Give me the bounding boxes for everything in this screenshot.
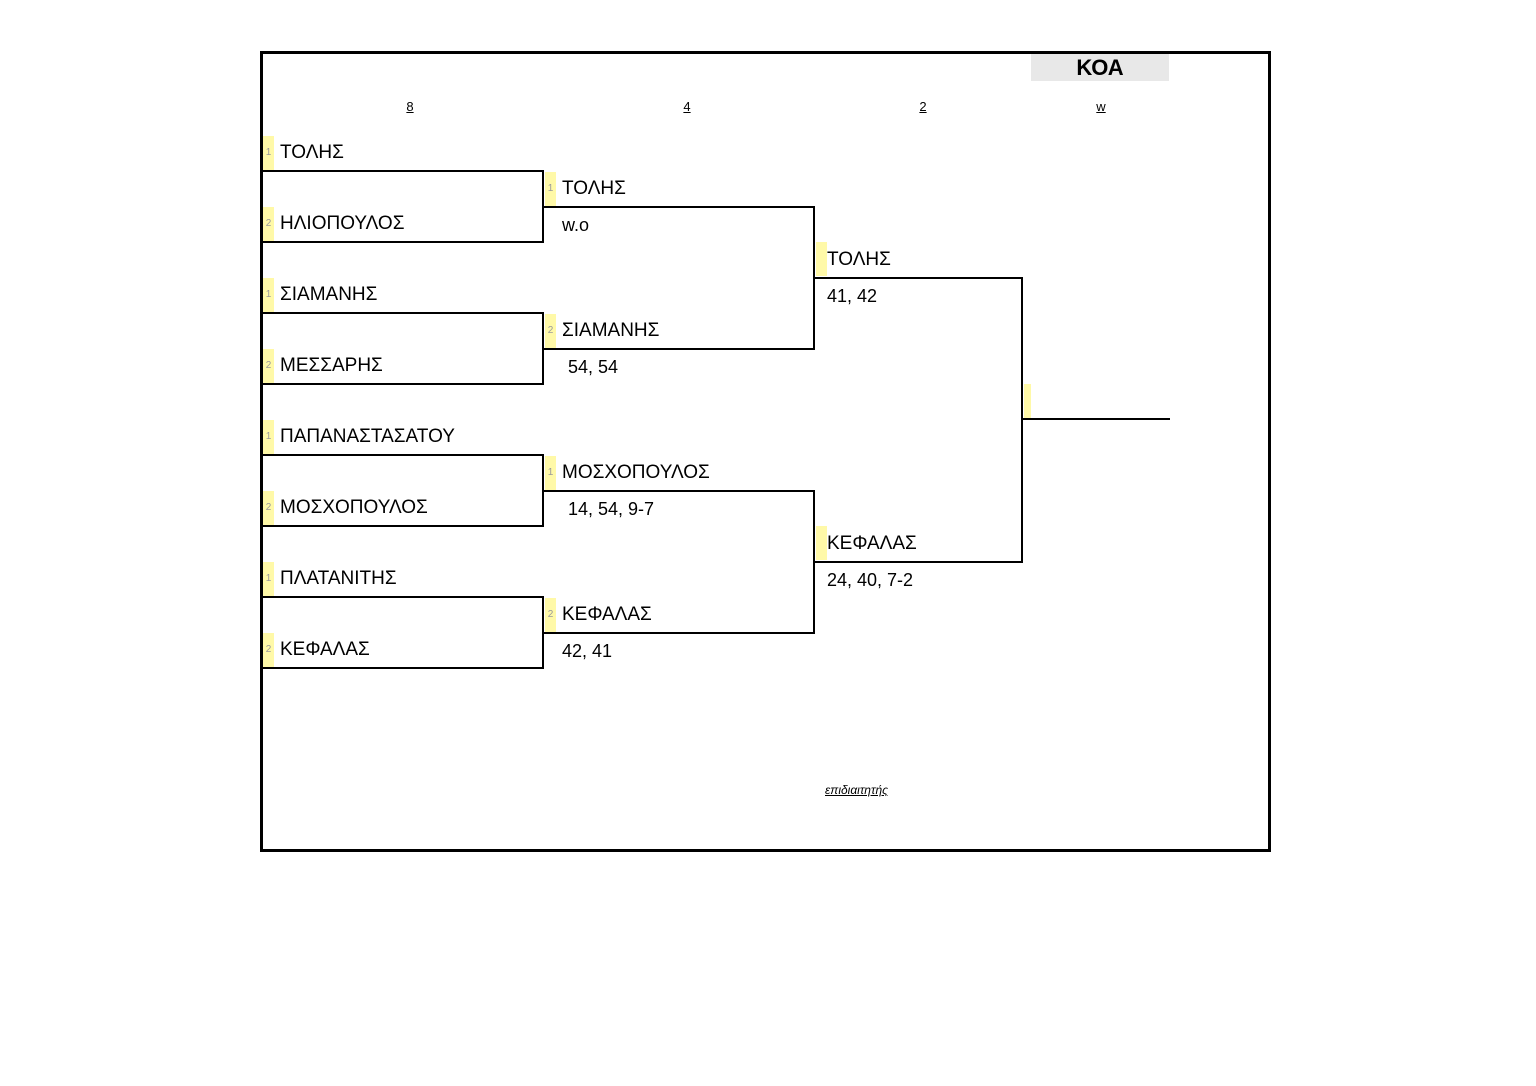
- bracket-line: [262, 525, 544, 527]
- seed-badge: 2: [263, 633, 274, 667]
- bracket-line: [815, 561, 1023, 563]
- round-header-8: 8: [406, 99, 414, 114]
- bracket-sheet: [260, 51, 1271, 852]
- seed-highlight: [816, 526, 827, 560]
- r2-player-3: ΜΟΣΧΟΠΟΥΛΟΣ: [562, 462, 710, 483]
- r2-player-4: ΚΕΦΑΛΑΣ: [562, 604, 652, 625]
- seed-badge: 2: [545, 314, 556, 348]
- bracket-line: [544, 632, 815, 634]
- round-header-4: 4: [683, 99, 691, 114]
- r1-player-5: ΠΑΠΑΝΑΣΤΑΣΑΤΟΥ: [280, 426, 455, 447]
- seed-highlight: [1024, 384, 1031, 418]
- bracket-line: [544, 490, 815, 492]
- seed-badge: 1: [263, 278, 274, 312]
- r3-score-1: 41, 42: [827, 286, 878, 306]
- round-header-winner: w: [1096, 99, 1106, 114]
- bracket-line: [262, 170, 544, 172]
- r2-player-2: ΣΙΑΜΑΝΗΣ: [562, 320, 660, 341]
- round-header-2: 2: [919, 99, 927, 114]
- bracket-line: [262, 596, 544, 598]
- r2-score-4: 42, 41: [562, 641, 613, 661]
- r2-score-1: w.o: [562, 215, 590, 235]
- bracket-line: [542, 312, 544, 385]
- bracket-line: [262, 383, 544, 385]
- seed-badge: 1: [263, 420, 274, 454]
- seed-badge: 2: [263, 207, 274, 241]
- bracket-line: [544, 348, 815, 350]
- r1-player-1: ΤΟΛΗΣ: [280, 142, 344, 163]
- bracket-line: [542, 454, 544, 527]
- bracket-line: [813, 206, 815, 350]
- r1-player-6: ΜΟΣΧΟΠΟΥΛΟΣ: [280, 497, 428, 518]
- referee-label: επιδιαιτητής: [825, 783, 888, 797]
- bracket-line: [1021, 277, 1023, 563]
- r1-player-3: ΣΙΑΜΑΝΗΣ: [280, 284, 378, 305]
- r2-player-1: ΤΟΛΗΣ: [562, 178, 626, 199]
- header-box: [1031, 54, 1169, 81]
- bracket-line: [542, 170, 544, 243]
- seed-badge: 2: [263, 349, 274, 383]
- seed-badge: 1: [545, 456, 556, 490]
- seed-badge: 2: [263, 491, 274, 525]
- bracket-line: [262, 454, 544, 456]
- r2-score-3: 14, 54, 9-7: [568, 499, 655, 519]
- r1-player-7: ΠΛΑΤΑΝΙΤΗΣ: [280, 568, 397, 589]
- r1-player-8: ΚΕΦΑΛΑΣ: [280, 639, 370, 660]
- page-title: ΚΟΑ: [1076, 55, 1124, 80]
- bracket-line: [262, 241, 544, 243]
- seed-badge: 1: [545, 172, 556, 206]
- bracket-line: [815, 277, 1023, 279]
- winner-line: [1023, 418, 1170, 420]
- seed-badge: 1: [263, 562, 274, 596]
- bracket-line: [544, 206, 815, 208]
- bracket-line: [262, 667, 544, 669]
- bracket-line: [813, 490, 815, 634]
- r2-score-2: 54, 54: [568, 357, 619, 377]
- seed-highlight: [816, 242, 827, 276]
- bracket-line: [542, 596, 544, 669]
- bracket-line: [262, 312, 544, 314]
- seed-badge: 2: [545, 598, 556, 632]
- r1-player-2: ΗΛΙΟΠΟΥΛΟΣ: [280, 213, 405, 234]
- r1-player-4: ΜΕΣΣΑΡΗΣ: [280, 355, 383, 376]
- r3-player-2: ΚΕΦΑΛΑΣ: [827, 533, 917, 554]
- r3-player-1: ΤΟΛΗΣ: [827, 249, 891, 270]
- seed-badge: 1: [263, 136, 274, 170]
- r3-score-2: 24, 40, 7-2: [827, 570, 914, 590]
